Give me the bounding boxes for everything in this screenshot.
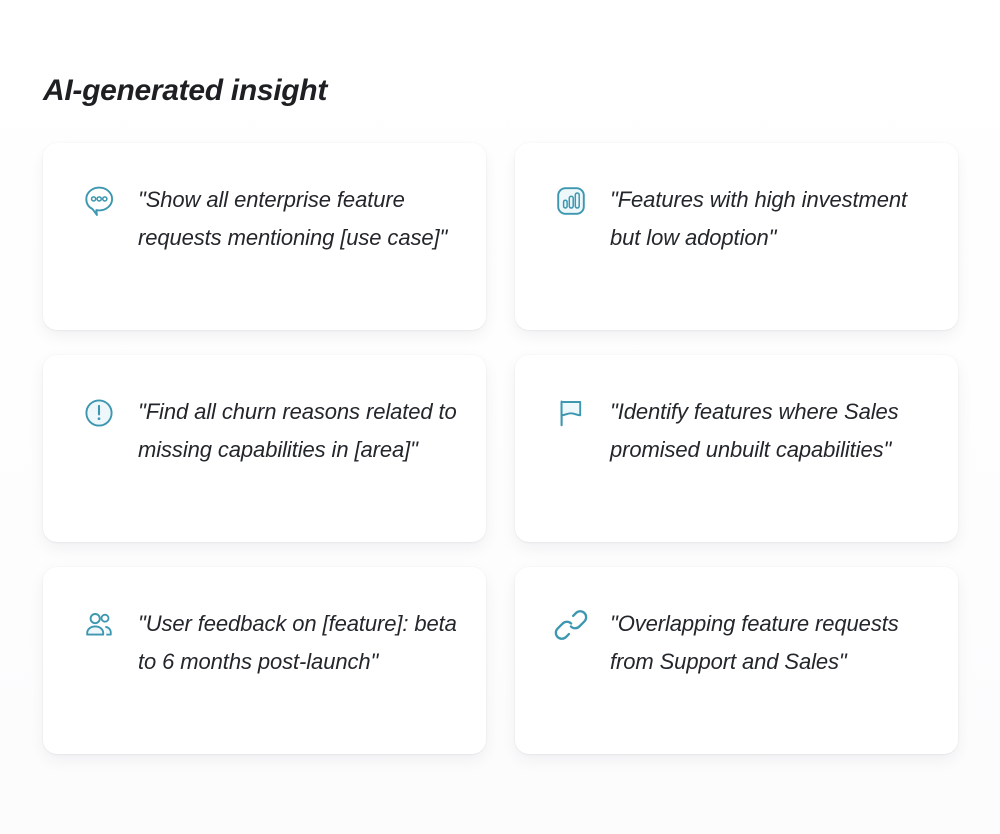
page-title: AI-generated insight (43, 74, 328, 107)
insight-card[interactable]: "Show all enterprise feature requests me… (43, 143, 486, 330)
bar-chart-square-icon (551, 183, 591, 223)
insight-card-text: "User feedback on [feature]: beta to 6 m… (138, 611, 457, 674)
flag-icon (551, 395, 591, 435)
insight-card-text: "Overlapping feature requests from Suppo… (610, 611, 899, 674)
insight-card-text: "Features with high investment but low a… (610, 187, 908, 250)
insight-card-text: "Identify features where Sales promised … (610, 399, 899, 462)
insight-card[interactable]: "Overlapping feature requests from Suppo… (515, 567, 958, 754)
insight-card[interactable]: "Find all churn reasons related to missi… (43, 355, 486, 542)
insight-card-text: "Show all enterprise feature requests me… (138, 187, 448, 250)
speech-bubble-ellipsis-icon (79, 183, 119, 223)
alert-circle-icon (79, 395, 119, 435)
link-chain-icon (551, 607, 591, 647)
insight-card-text: "Find all churn reasons related to missi… (138, 399, 457, 462)
insight-card[interactable]: "Features with high investment but low a… (515, 143, 958, 330)
insight-card[interactable]: "Identify features where Sales promised … (515, 355, 958, 542)
users-icon (79, 607, 119, 647)
insight-card-grid: "Show all enterprise feature requests me… (43, 143, 958, 754)
insight-card[interactable]: "User feedback on [feature]: beta to 6 m… (43, 567, 486, 754)
